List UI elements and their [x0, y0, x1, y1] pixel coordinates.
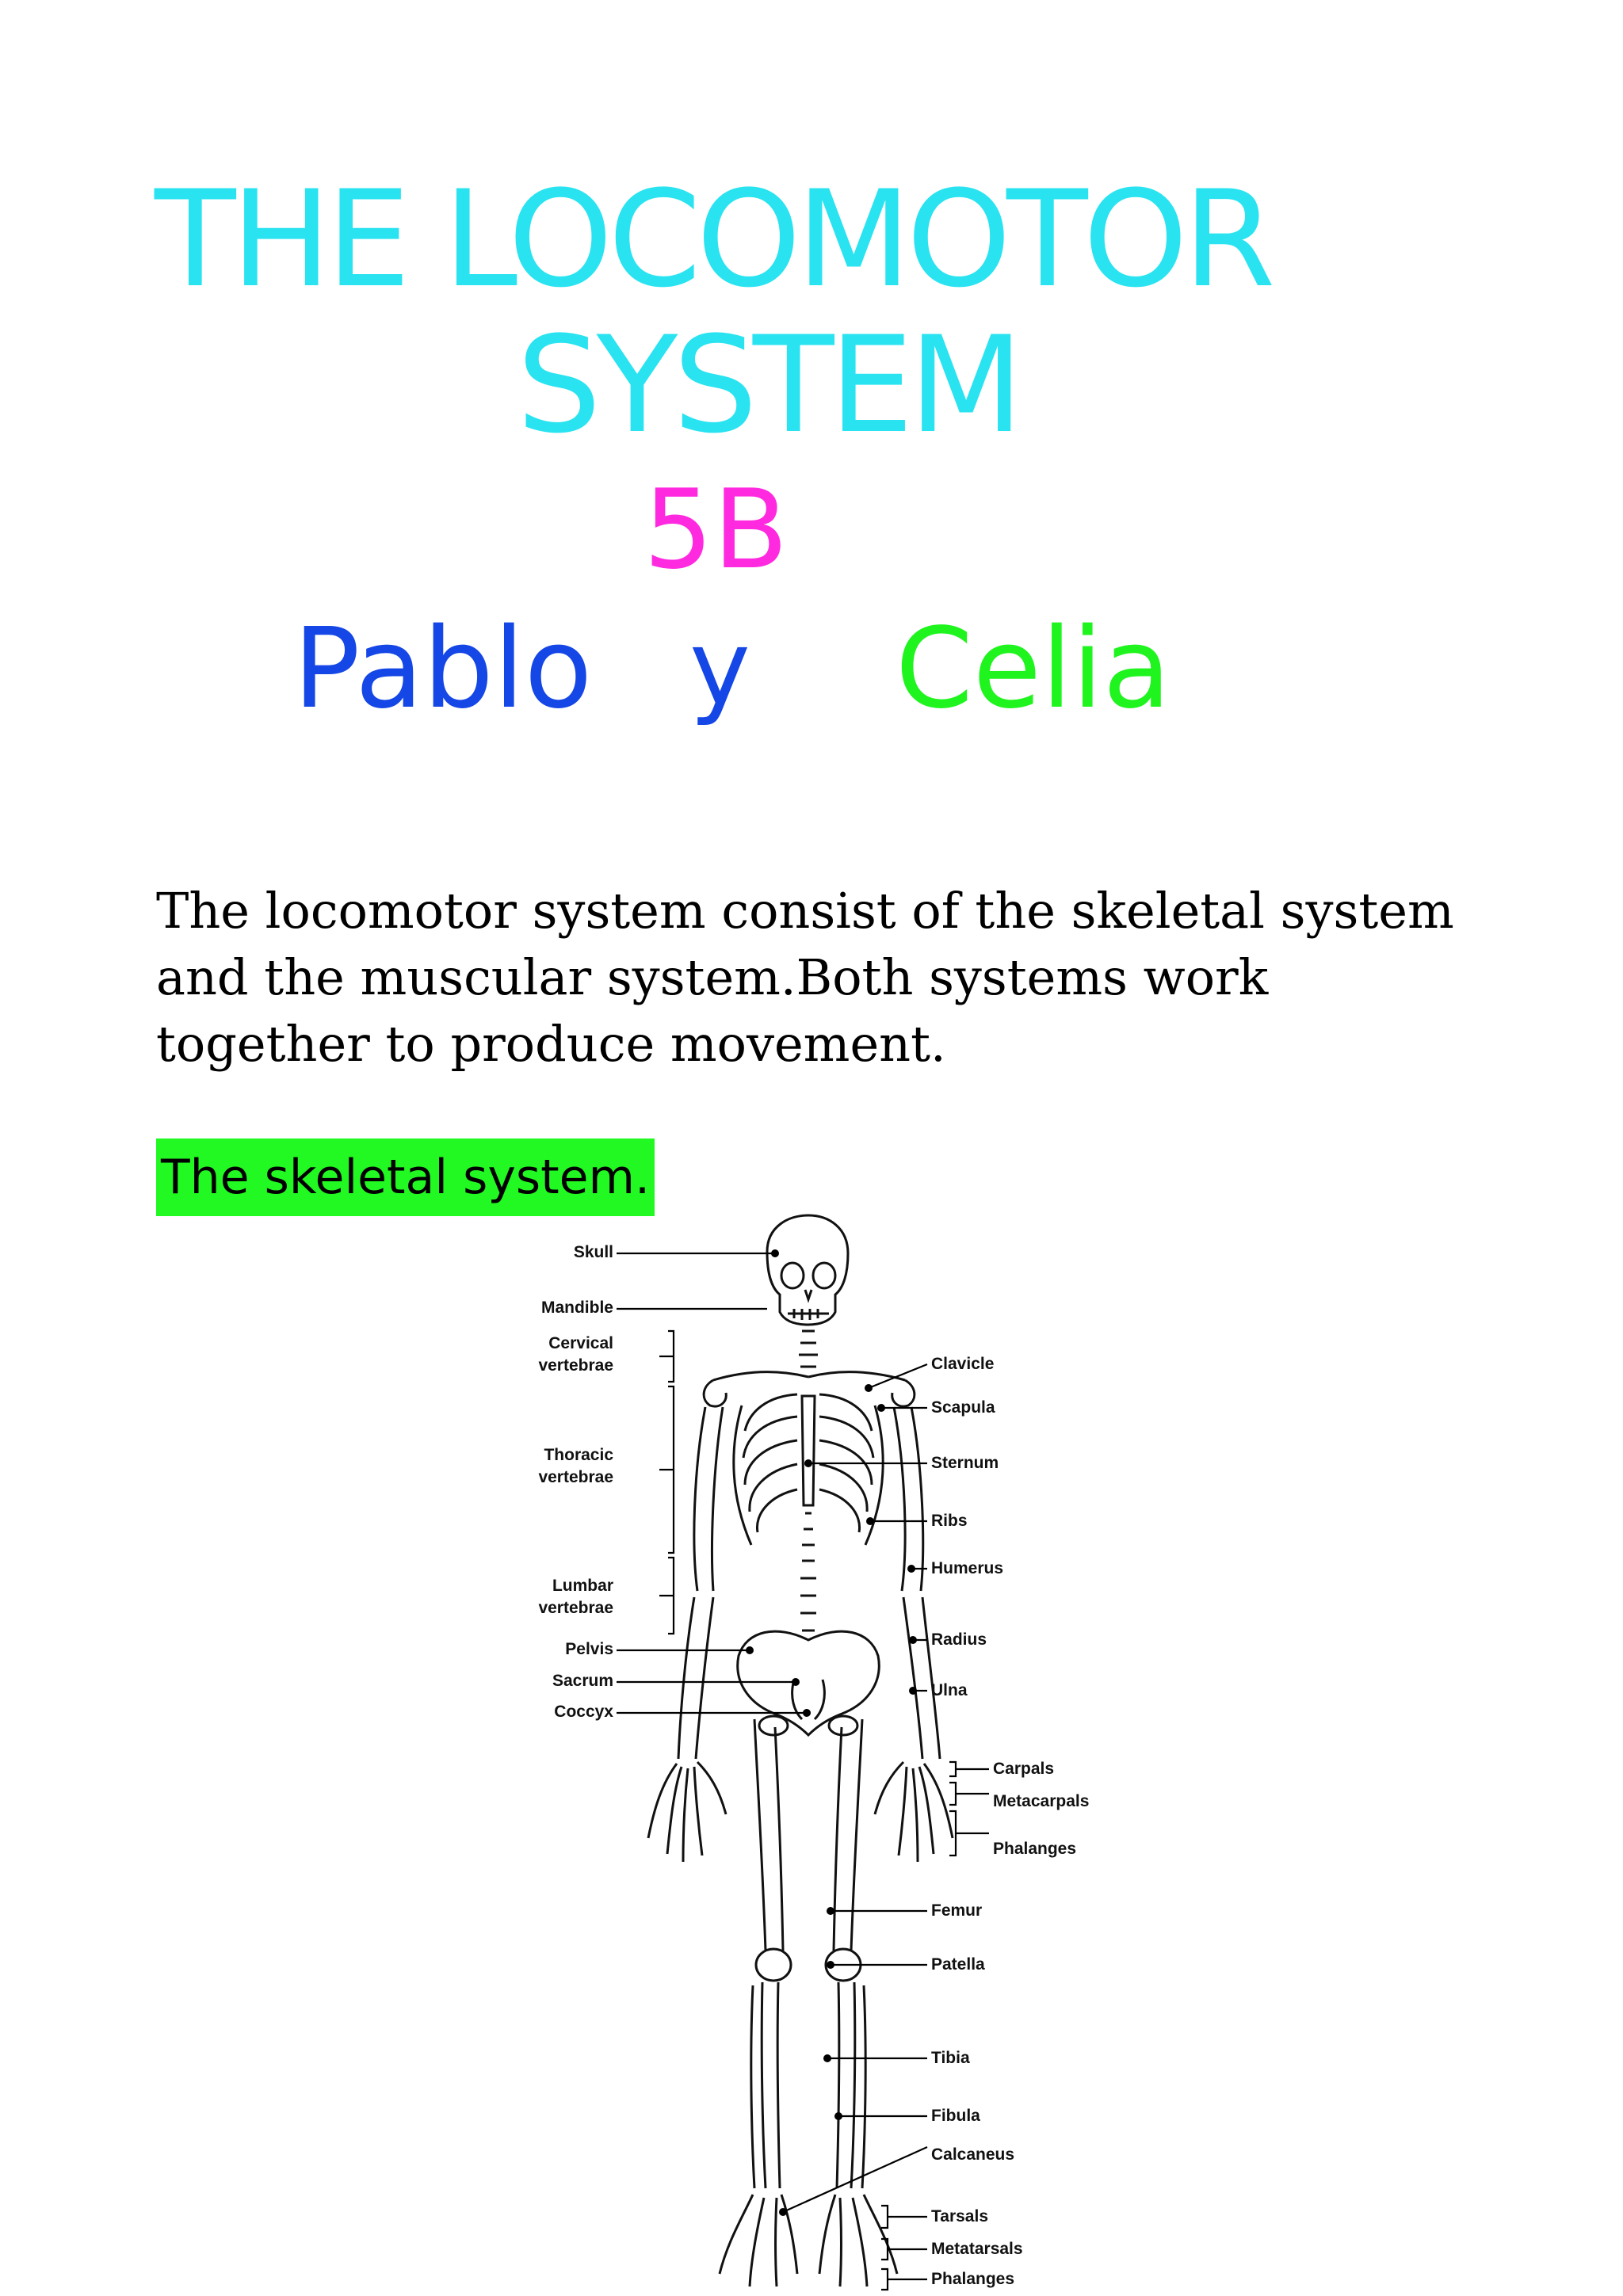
- label-sacrum: Sacrum: [552, 1672, 613, 1690]
- label-skull: Skull: [574, 1243, 613, 1261]
- author-name-1: Pablo: [293, 605, 593, 734]
- label-clavicle: Clavicle: [931, 1355, 994, 1373]
- label-humerus: Humerus: [931, 1559, 1003, 1577]
- point-calcaneus: [779, 2208, 787, 2216]
- intro-paragraph: The locomotor system consist of the skel…: [156, 878, 1503, 1077]
- point-ulna: [909, 1687, 917, 1695]
- label-thoracic-2: vertebrae: [538, 1468, 613, 1486]
- intro-line: and the muscular system.Both systems wor…: [156, 948, 1269, 1006]
- point-sternum: [804, 1459, 812, 1467]
- point-patella: [827, 1961, 834, 1969]
- label-metacarpals: Metacarpals: [993, 1792, 1089, 1810]
- point-skull: [771, 1249, 779, 1257]
- bracket-phalanges-hand: [949, 1810, 989, 1857]
- label-fibula: Fibula: [931, 2107, 980, 2125]
- leader-clavicle: [868, 1363, 928, 1390]
- point-ribs: [866, 1517, 874, 1525]
- author-name-2: Celia: [896, 605, 1171, 734]
- label-thoracic-1: Thoracic: [544, 1446, 613, 1464]
- author-connector: y: [689, 608, 750, 728]
- label-metatarsals: Metatarsals: [931, 2240, 1023, 2258]
- label-lumbar-1: Lumbar: [552, 1577, 613, 1595]
- label-sternum: Sternum: [931, 1454, 999, 1472]
- point-clavicle: [865, 1384, 873, 1392]
- point-radius: [909, 1636, 917, 1644]
- label-phalanges-foot: Phalanges: [931, 2270, 1014, 2288]
- label-tarsals: Tarsals: [931, 2207, 988, 2225]
- label-cervical-1: Cervical: [548, 1334, 613, 1352]
- label-radius: Radius: [931, 1630, 987, 1649]
- label-femur: Femur: [931, 1901, 982, 1920]
- section-heading-skeletal: The skeletal system.: [156, 1138, 655, 1216]
- intro-line: together to produce movement.: [156, 1015, 946, 1073]
- skeleton-diagram: Skull Mandible Cervical vertebrae Thorac…: [538, 1214, 1089, 2291]
- label-lumbar-2: vertebrae: [538, 1599, 613, 1617]
- label-ulna: Ulna: [931, 1681, 968, 1699]
- label-tibia: Tibia: [931, 2049, 970, 2067]
- leader-calcaneus: [782, 2145, 928, 2214]
- title-line-1: THE LOCOMOTOR: [155, 162, 1276, 317]
- bracket-phalanges-foot: [881, 2267, 927, 2291]
- bracket-tarsals: [881, 2204, 927, 2229]
- label-mandible: Mandible: [541, 1299, 613, 1317]
- point-fibula: [834, 2112, 842, 2120]
- point-scapula: [877, 1404, 885, 1412]
- class-label: 5B: [643, 466, 789, 593]
- label-calcaneus: Calcaneus: [931, 2145, 1014, 2164]
- bracket-carpals: [949, 1760, 989, 1778]
- point-humerus: [907, 1565, 915, 1573]
- intro-line: The locomotor system consist of the skel…: [156, 882, 1454, 940]
- label-cervical-2: vertebrae: [538, 1356, 613, 1375]
- label-pelvis: Pelvis: [565, 1640, 613, 1658]
- point-coccyx: [803, 1709, 811, 1717]
- point-pelvis: [746, 1646, 754, 1654]
- label-scapula: Scapula: [931, 1398, 995, 1417]
- point-femur: [827, 1907, 834, 1915]
- label-phalanges-hand: Phalanges: [993, 1840, 1076, 1858]
- bracket-metatarsals: [881, 2237, 927, 2261]
- bracket-thoracic: [659, 1385, 675, 1554]
- bracket-metacarpals: [949, 1781, 989, 1806]
- label-coccyx: Coccyx: [554, 1703, 613, 1721]
- label-ribs: Ribs: [931, 1512, 968, 1530]
- skeleton-figure: [647, 1214, 954, 2287]
- label-patella: Patella: [931, 1955, 985, 1974]
- point-sacrum: [792, 1678, 800, 1686]
- label-carpals: Carpals: [993, 1760, 1054, 1778]
- bracket-lumbar: [659, 1556, 675, 1635]
- bracket-cervical: [659, 1329, 675, 1383]
- title-line-2: SYSTEM: [517, 307, 1024, 463]
- point-tibia: [823, 2054, 831, 2062]
